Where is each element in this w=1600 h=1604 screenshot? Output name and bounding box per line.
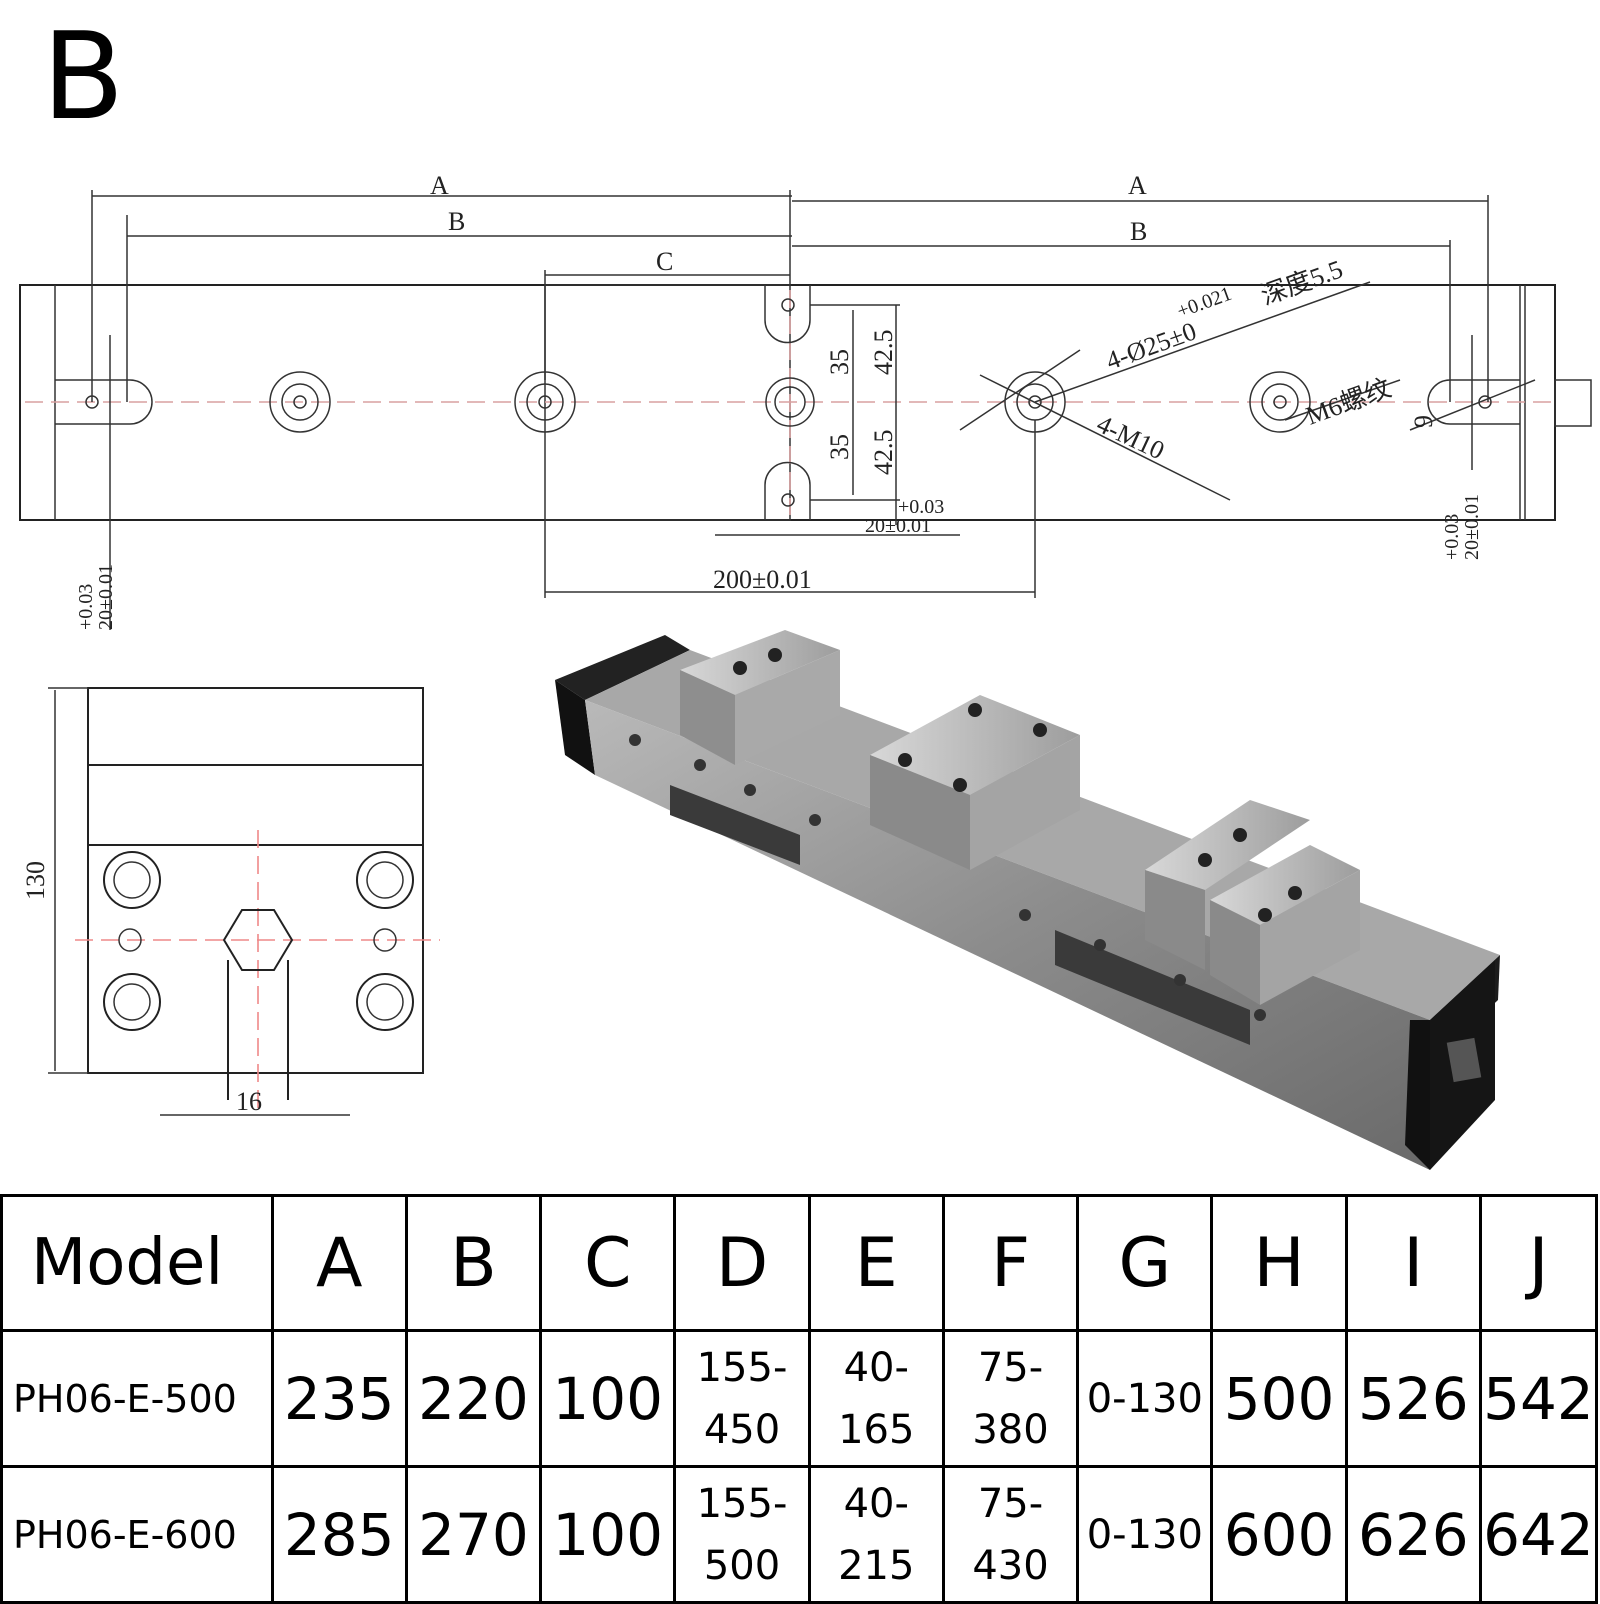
cell-g: 0-130 — [1076, 1329, 1214, 1468]
side-dim-130: 130 — [21, 861, 50, 900]
hole-5 — [1249, 371, 1311, 433]
cell-a: 285 — [270, 1465, 408, 1604]
cell-h: 600 — [1210, 1465, 1348, 1604]
dim-200: 200±0.01 — [713, 565, 812, 594]
cell-b: 220 — [404, 1329, 543, 1468]
cell-c: 100 — [539, 1465, 677, 1604]
header-c: C — [539, 1194, 677, 1332]
dim-42-5-top: 42.5 — [869, 330, 898, 376]
dim-20-left: 20±0.01 — [95, 564, 117, 630]
cell-f: 75-430 — [941, 1465, 1080, 1604]
header-f: F — [941, 1194, 1080, 1332]
spec-table: Model A B C D E F G H I J PH06-E-500 235… — [0, 1194, 1599, 1604]
side-bolt-tl — [103, 851, 161, 909]
hole-3 — [765, 377, 815, 427]
side-bolt-bl — [103, 973, 161, 1031]
cell-j: 642 — [1478, 1465, 1599, 1604]
cell-a: 235 — [270, 1329, 408, 1468]
cell-i: 526 — [1344, 1329, 1482, 1468]
cell-g: 0-130 — [1076, 1465, 1214, 1604]
cell-e: 40-165 — [807, 1329, 945, 1468]
callout-depth: 深度5.5 — [1257, 254, 1346, 310]
dim-B-right: B — [1130, 217, 1147, 246]
header-d: D — [673, 1194, 811, 1332]
dim-A-right: A — [1128, 171, 1147, 200]
cell-i: 626 — [1344, 1465, 1482, 1604]
dim-9: 9 — [1409, 415, 1438, 428]
dim-B-left: B — [448, 207, 465, 236]
hole-1 — [269, 371, 331, 433]
cell-d: 155-500 — [673, 1465, 811, 1604]
dim-20-right: 20±0.01 — [1461, 494, 1483, 560]
dim-tol-center: +0.03 — [898, 496, 944, 518]
dim-35-bottom: 35 — [825, 434, 854, 460]
dim-35-top: 35 — [825, 349, 854, 375]
dim-A-left: A — [430, 171, 449, 200]
side-view-drawing: 130 16 — [21, 687, 440, 1116]
cell-j: 542 — [1478, 1329, 1599, 1468]
table-row: PH06-E-500 235 220 100 155-450 40-165 75… — [0, 1329, 1599, 1468]
header-h: H — [1210, 1194, 1348, 1332]
top-view-drawing: A B C A B 35 42.5 35 42.5 +0.03 20±0.01 … — [19, 171, 1592, 630]
cell-model: PH06-E-500 — [0, 1329, 274, 1468]
cell-c: 100 — [539, 1329, 677, 1468]
vise-product-image — [555, 630, 1500, 1170]
header-g: G — [1076, 1194, 1214, 1332]
cell-e: 40-215 — [807, 1465, 945, 1604]
cell-h: 500 — [1210, 1329, 1348, 1468]
cell-b: 270 — [404, 1465, 543, 1604]
header-model: Model — [0, 1194, 274, 1332]
cell-f: 75-380 — [941, 1329, 1080, 1468]
panel-label: B — [42, 8, 125, 147]
header-j: J — [1478, 1194, 1599, 1332]
callout-bore-tol: +0.021 — [1174, 283, 1234, 323]
callout-m10: 4-M10 — [1092, 409, 1168, 465]
header-a: A — [270, 1194, 408, 1332]
dim-20-right-tol: +0.03 — [1441, 514, 1463, 560]
side-bolt-tr — [356, 851, 414, 909]
side-bolt-br — [356, 973, 414, 1031]
dim-42-5-bottom: 42.5 — [869, 430, 898, 476]
callout-m6: M6螺纹 — [1302, 373, 1395, 430]
dim-C: C — [656, 247, 673, 276]
header-b: B — [404, 1194, 543, 1332]
table-header-row: Model A B C D E F G H I J — [0, 1194, 1599, 1332]
header-i: I — [1344, 1194, 1482, 1332]
cell-model: PH06-E-600 — [0, 1465, 274, 1604]
side-dim-16: 16 — [236, 1087, 262, 1116]
header-e: E — [807, 1194, 945, 1332]
callout-bore: 4-Ø25±0 — [1102, 316, 1200, 375]
dim-20-left-tol: +0.03 — [75, 584, 97, 630]
table-row: PH06-E-600 285 270 100 155-500 40-215 75… — [0, 1465, 1599, 1604]
dim-20-center: 20±0.01 — [865, 515, 931, 537]
cell-d: 155-450 — [673, 1329, 811, 1468]
